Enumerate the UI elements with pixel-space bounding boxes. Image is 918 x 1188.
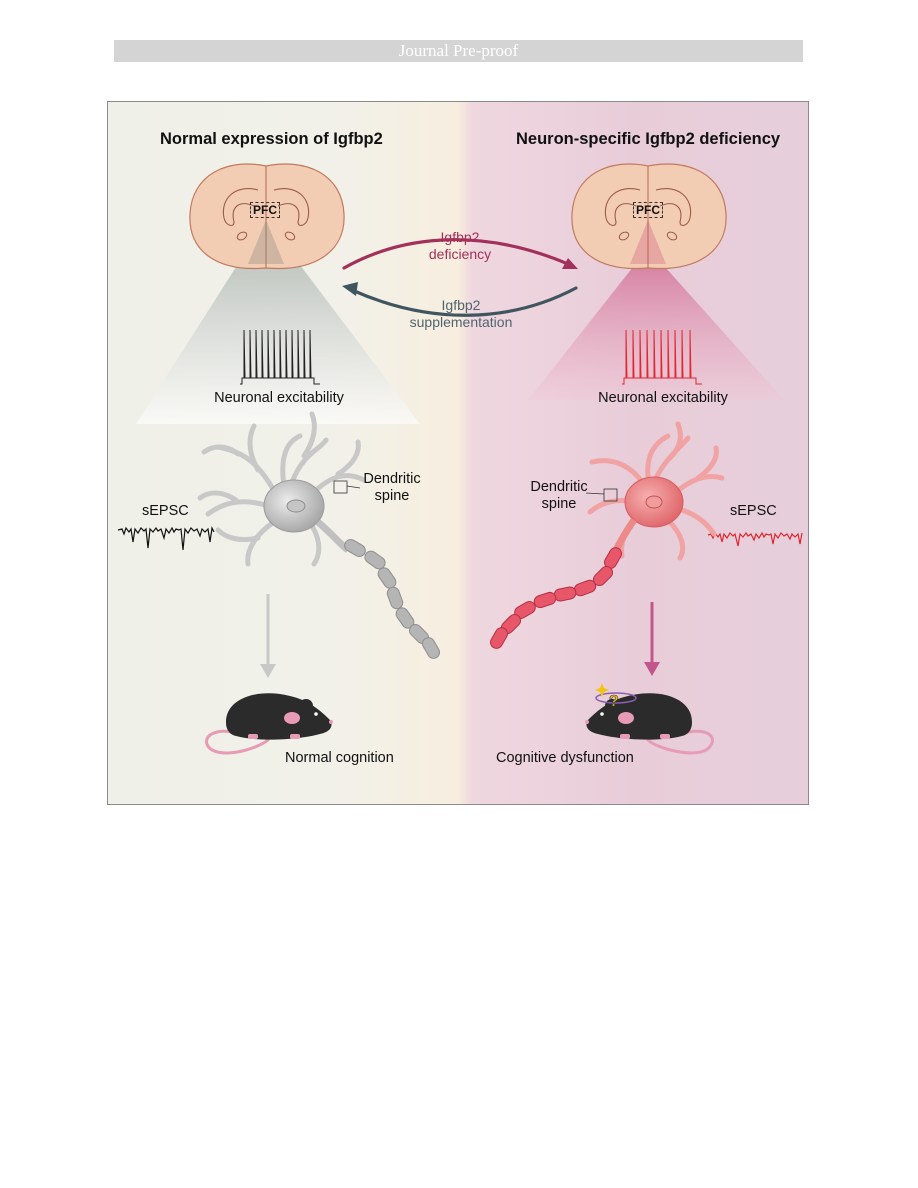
left-panel-title: Normal expression of Igfbp2: [160, 130, 383, 148]
right-sepsc-trace: [707, 531, 803, 547]
figure-artwork: ?: [117, 163, 803, 755]
right-outcome-label: Cognitive dysfunction: [496, 750, 634, 766]
left-spine-label: Dendritic spine: [363, 471, 421, 504]
left-excitability-label: Neuronal excitability: [214, 390, 344, 406]
right-excitability-label: Neuronal excitability: [598, 390, 728, 406]
journal-preproof-banner: Journal Pre-proof: [114, 40, 803, 62]
left-brain-section: [189, 163, 345, 270]
left-sepsc-trace: [117, 526, 215, 551]
deficiency-arrow: [342, 238, 570, 270]
supplementation-label: Igfbp2 supplementation: [409, 297, 513, 330]
right-mouse: ?: [585, 683, 714, 755]
left-neuron: [197, 411, 440, 659]
left-pfc-label: PFC: [250, 202, 280, 218]
right-pfc-cone: [528, 248, 784, 400]
supplementation-arrow: [350, 286, 578, 317]
deficiency-label: Igfbp2 deficiency: [428, 229, 492, 262]
right-spine-label: Dendritic spine: [530, 479, 588, 512]
left-pfc-cone: [136, 220, 420, 424]
graphical-abstract: ? Normal expression of Igfbp2 Neuron-spe…: [107, 101, 809, 805]
left-ap-trace: [240, 329, 320, 385]
right-neuron: [490, 421, 725, 649]
right-panel-title: Neuron-specific Igfbp2 deficiency: [516, 130, 781, 148]
right-ap-trace: [622, 329, 702, 385]
left-outcome-label: Normal cognition: [285, 750, 394, 766]
right-sepsc-label: sEPSC: [730, 503, 777, 519]
left-sepsc-label: sEPSC: [142, 503, 189, 519]
left-mouse: [205, 693, 333, 755]
right-pfc-label: PFC: [633, 202, 663, 218]
svg-text:?: ?: [609, 693, 619, 710]
